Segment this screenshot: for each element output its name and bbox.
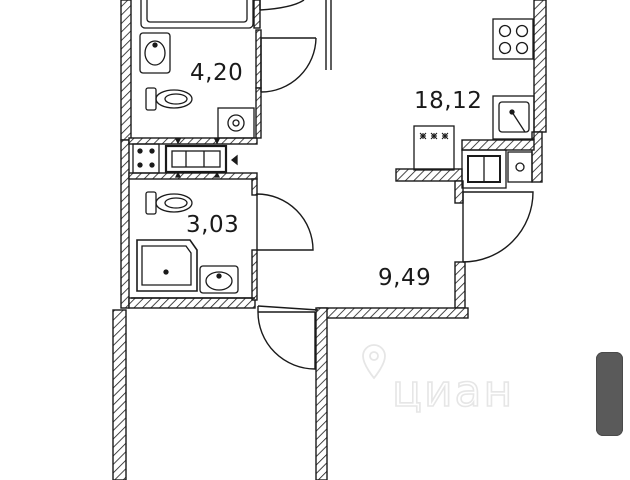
door-toilet — [256, 193, 314, 251]
cabinet-icon — [461, 149, 533, 189]
room-area-toilet-shower: 3,03 — [186, 212, 239, 238]
toilet-icon — [145, 87, 193, 111]
shower-icon — [136, 239, 198, 292]
wall-shower-right-a — [251, 178, 258, 196]
wall-left-middle — [120, 139, 130, 309]
thin-lines — [131, 0, 332, 311]
room-area-hallway: 9,49 — [378, 265, 431, 291]
wall-shower-right-b — [251, 249, 258, 301]
wall-hall-right — [454, 261, 466, 309]
wall-corridor-top — [461, 139, 535, 151]
area-labels: 4,20 18,12 3,03 9,49 — [186, 60, 482, 291]
wall-kitchen-right — [533, 0, 547, 133]
wall-step-horizontal — [317, 307, 469, 319]
kitchen-sink-icon — [492, 95, 535, 140]
sink-icon-2 — [199, 265, 239, 294]
door-bathroom — [260, 37, 317, 93]
wall-partition-bath — [128, 137, 258, 145]
wall-bath-right-b — [255, 87, 262, 139]
wall-left-lower — [112, 309, 127, 480]
wall-partition-bath2 — [128, 172, 258, 180]
stove-icon — [492, 18, 534, 60]
watermark-text: циан — [392, 366, 514, 417]
wall-hall-bottom — [128, 297, 256, 309]
wall-step-vertical — [315, 307, 328, 480]
room-area-bathroom: 4,20 — [190, 60, 243, 86]
room-area-kitchen-living: 18,12 — [414, 88, 482, 114]
bathtub — [140, 0, 254, 29]
sink-icon — [139, 32, 171, 74]
door-kitchen — [462, 191, 534, 263]
wall-counter — [395, 168, 463, 182]
walls — [112, 0, 547, 480]
location-pin-icon — [362, 344, 386, 380]
wall-left-upper — [120, 0, 132, 141]
radiator-icon — [413, 125, 455, 171]
watermark: циан — [362, 344, 514, 418]
scrollbar-thumb[interactable] — [596, 352, 623, 436]
doors — [256, 0, 534, 370]
toilet-icon-2 — [145, 191, 193, 215]
ventilation-icon — [132, 138, 238, 178]
fixtures — [132, 0, 535, 294]
wall-bath-right-a — [255, 29, 262, 89]
washing-machine-icon — [217, 107, 255, 139]
door-hall — [257, 306, 316, 370]
wall-wc-right — [253, 0, 261, 29]
door-top — [259, 0, 305, 11]
